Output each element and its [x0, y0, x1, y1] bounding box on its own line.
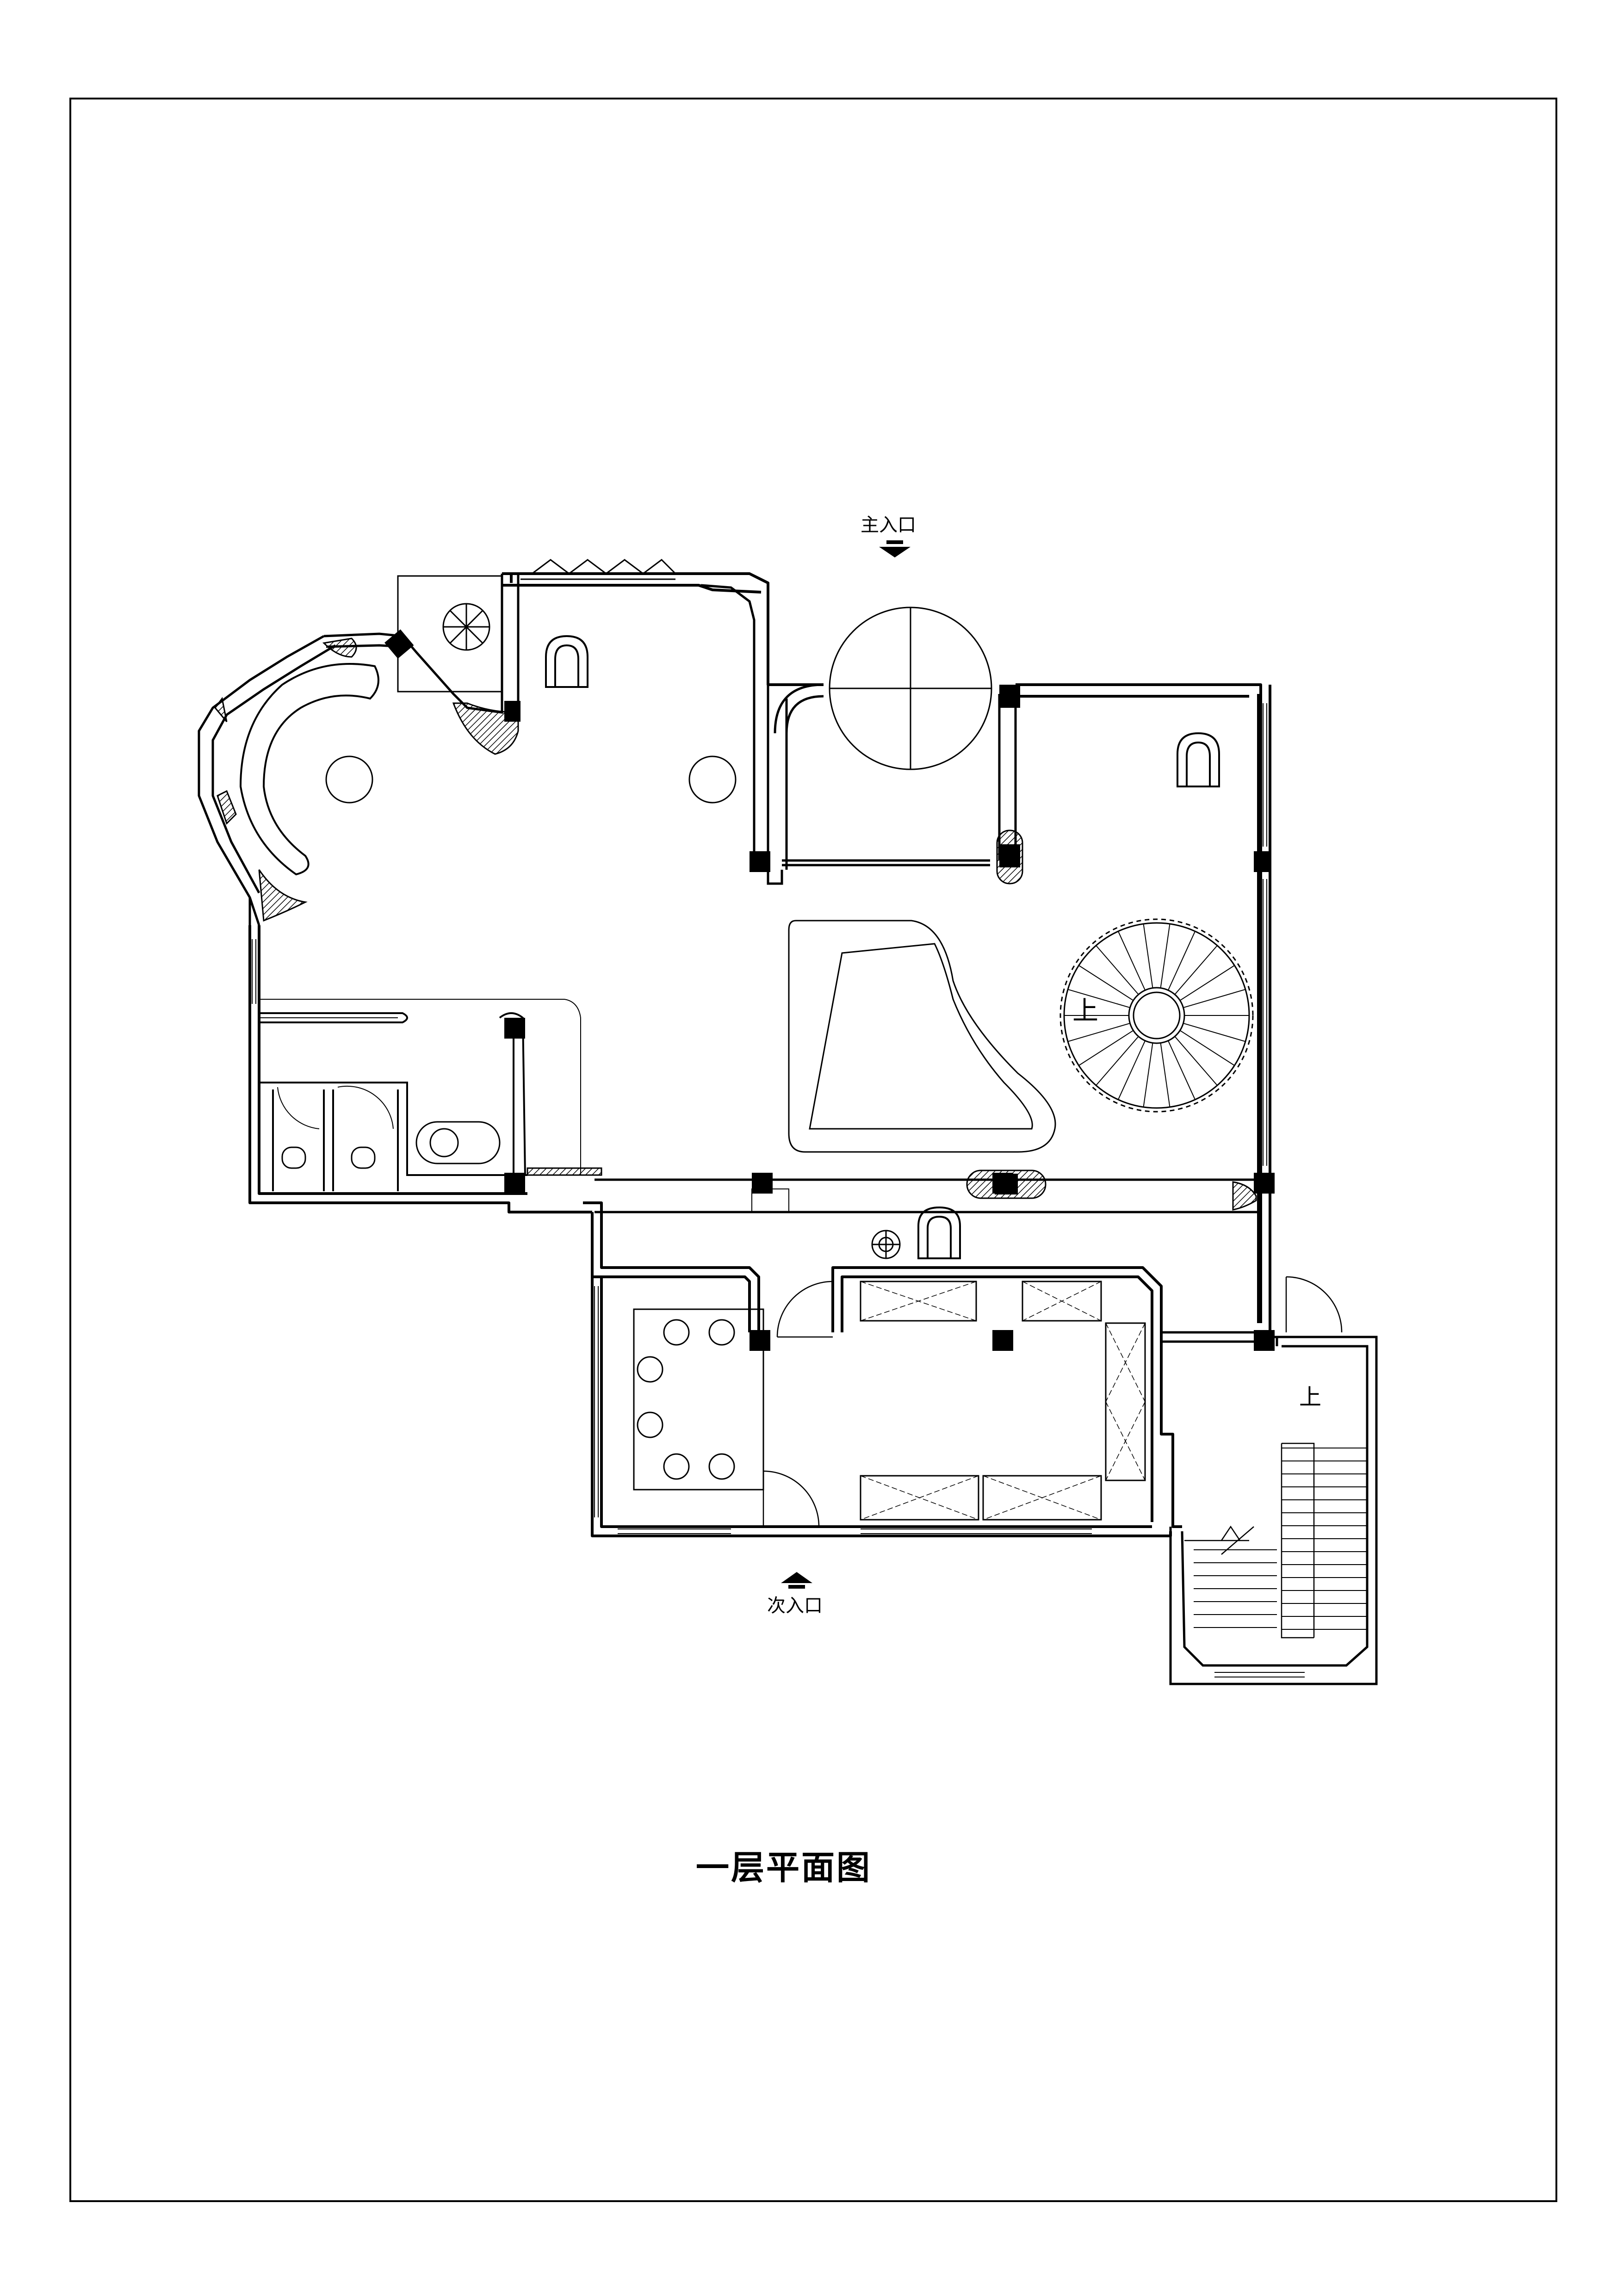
spiral-tread: [1183, 989, 1246, 1009]
spiral-stair-up-label: 上: [1072, 996, 1098, 1026]
spiral-tread: [1078, 1030, 1134, 1066]
column-casings: [966, 829, 1047, 1199]
main-hall-walls: [402, 574, 1258, 1213]
east-stair: [1161, 1331, 1378, 1685]
curved-bench: [239, 663, 737, 876]
drawing-title: 一层平面图: [696, 1848, 872, 1887]
dining-booth: [633, 1308, 764, 1491]
central-island: [788, 920, 1056, 1153]
spiral-tread: [1143, 923, 1153, 988]
side-entrance-label: 次入口: [767, 1595, 823, 1616]
hatched-walls: [214, 637, 1257, 1211]
spiral-tread: [1067, 989, 1130, 1009]
spiral-tread: [1168, 931, 1196, 990]
spiral-tread: [1174, 945, 1218, 995]
corner-stair-small: [397, 575, 503, 693]
spiral-tread: [1160, 923, 1171, 988]
main-entry-arrow: [879, 540, 911, 557]
spiral-tread: [1096, 1036, 1139, 1086]
straight-stair-treads: [1194, 1448, 1367, 1630]
spiral-tread: [1096, 945, 1139, 995]
spiral-tread: [1067, 1022, 1130, 1042]
hall-corner: [774, 683, 824, 870]
kitchen-counters: [860, 1281, 1146, 1521]
windows: [252, 703, 1305, 1677]
restroom-block: [259, 1012, 527, 1191]
spiral-tread: [1160, 1043, 1171, 1108]
spiral-tread: [1174, 1036, 1218, 1086]
stair-landing: [1184, 1442, 1315, 1639]
spiral-tread: [1183, 1022, 1246, 1042]
spiral-tread: [1179, 1030, 1235, 1066]
spiral-tread: [1179, 965, 1235, 1001]
spiral-stair-treads: [1064, 923, 1249, 1108]
sheet-border: [69, 98, 1557, 2202]
main-entrance-label: 主入口: [861, 514, 916, 536]
floor-drain: [871, 1230, 901, 1259]
folding-door-north: [520, 559, 676, 580]
east-stair-up-label: 上: [1299, 1384, 1322, 1410]
kitchen-doors: [762, 1276, 1343, 1527]
spiral-tread: [1118, 1040, 1146, 1100]
spiral-tread: [1143, 1043, 1153, 1108]
spiral-tread: [1118, 931, 1146, 990]
side-entry-arrow: [781, 1572, 812, 1589]
column-cores: [995, 844, 1020, 1194]
exterior-walls: [248, 572, 1271, 1537]
reception-seats: [545, 635, 1220, 1259]
spiral-tread: [1168, 1040, 1196, 1100]
revolving-door: [829, 606, 992, 770]
structural-columns: [384, 629, 1275, 1351]
spiral-tread: [1078, 965, 1134, 1001]
